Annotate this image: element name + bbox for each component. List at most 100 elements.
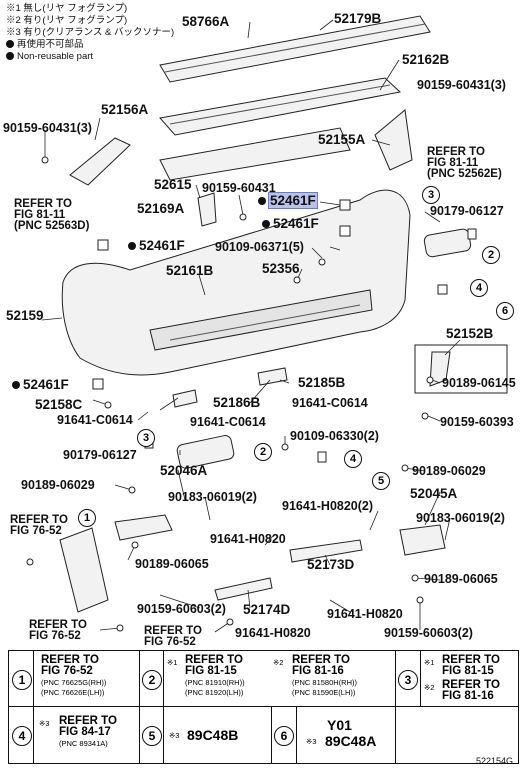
part-52169A[interactable]: 52169A: [137, 201, 185, 216]
ref-line: REFER TO: [29, 619, 87, 631]
legend-c2b-sub2: (PNC 81590E(LH)): [292, 688, 356, 697]
refer-fig-76-52-bottom-left[interactable]: REFER TO FIG 76-52: [29, 619, 87, 642]
part-52045A[interactable]: 52045A: [410, 486, 458, 501]
nonreusable-legend-en: Non-reusable part: [6, 52, 93, 62]
part-91641-H0820-2[interactable]: 91641-H0820(2): [282, 499, 374, 513]
mudguard-shape: [59, 527, 109, 613]
callout-3-left[interactable]: 3: [137, 429, 155, 447]
callout-4-right[interactable]: 4: [470, 279, 488, 297]
callout-1[interactable]: 1: [78, 509, 96, 527]
part-90159-60431[interactable]: 90159-60431: [202, 181, 276, 195]
legend-c3b-line1: REFER TO: [442, 679, 500, 691]
part-52158C[interactable]: 52158C: [35, 397, 83, 412]
part-90179-06127-left[interactable]: 90179-06127: [63, 448, 137, 462]
legend-divider: [420, 651, 421, 706]
part-90159-60431-3-right[interactable]: 90159-60431(3): [417, 78, 506, 92]
part-91641-H0820-c[interactable]: 91641-H0820: [235, 626, 311, 640]
nonreusable-dot-icon: [128, 242, 136, 251]
refer-fig-76-52-bottom-mid[interactable]: REFER TO FIG 76-52: [144, 625, 202, 648]
callout-2-right[interactable]: 2: [482, 246, 500, 264]
part-label: 52461F: [273, 216, 319, 231]
legend-circle-4: 4: [12, 726, 32, 746]
callout-5[interactable]: 5: [372, 472, 390, 490]
nonreusable-dot-icon: [12, 381, 20, 390]
part-52159[interactable]: 52159: [6, 308, 44, 323]
legend-circle-5: 5: [142, 726, 162, 746]
callout-6[interactable]: 6: [496, 302, 514, 320]
reflector-right-shape: [423, 228, 472, 258]
nonreusable-dot-icon: [258, 197, 266, 206]
part-52186B[interactable]: 52186B: [213, 395, 261, 410]
part-90159-60603-2-right[interactable]: 90159-60603(2): [384, 626, 473, 640]
refer-fig-81-11-right[interactable]: REFER TO FIG 81-11 (PNC 52562E): [427, 146, 502, 180]
part-90189-06065-left[interactable]: 90189-06065: [135, 557, 209, 571]
part-91641-C0614-b[interactable]: 91641-C0614: [57, 413, 133, 427]
part-90109-06371-5[interactable]: 90109-06371(5): [215, 240, 304, 254]
nonreusable-text-jp: 再使用不可部品: [17, 39, 84, 50]
legend-divider: [395, 707, 396, 764]
legend-table: 1 REFER TO FIG 76-52 (PNC 76625G(RH)) (P…: [8, 650, 519, 764]
part-90159-60603-2-left[interactable]: 90159-60603(2): [137, 602, 226, 616]
part-label: 52461F: [23, 377, 69, 392]
refer-fig-76-52-top[interactable]: REFER TO FIG 76-52: [10, 514, 68, 537]
part-90189-06029-right[interactable]: 90189-06029: [412, 464, 486, 478]
part-52174D[interactable]: 52174D: [243, 602, 291, 617]
part-90109-06330-2[interactable]: 90109-06330(2): [290, 429, 379, 443]
part-52161B[interactable]: 52161B: [166, 263, 214, 278]
legend-c2a-line1: REFER TO: [185, 654, 243, 666]
legend-divider: [296, 707, 297, 764]
callout-2-left[interactable]: 2: [254, 443, 272, 461]
part-90179-06127-right[interactable]: 90179-06127: [430, 204, 504, 218]
legend-c5-value: 89C48B: [187, 727, 239, 743]
part-90189-06029-left[interactable]: 90189-06029: [21, 478, 95, 492]
part-52461F-highlighted[interactable]: 52461F: [258, 192, 318, 209]
legend-c2b-sub1: (PNC 81580H(RH)): [292, 678, 358, 687]
legend-circle-3: 3: [398, 670, 418, 690]
part-52155A[interactable]: 52155A: [318, 132, 366, 147]
legend-c4-mark: ※3: [39, 719, 50, 728]
part-90189-06145[interactable]: 90189-06145: [442, 376, 516, 390]
ref-line: REFER TO: [427, 146, 485, 158]
legend-divider: [163, 651, 164, 706]
part-52461F-b[interactable]: 52461F: [262, 217, 319, 231]
legend-c1-line2: FIG 76-52: [41, 665, 93, 677]
part-52173D[interactable]: 52173D: [307, 557, 355, 572]
part-52156A[interactable]: 52156A: [101, 102, 149, 117]
legend-c3b-mark: ※2: [424, 683, 435, 692]
callout-4-left[interactable]: 4: [344, 450, 362, 468]
legend-c6-value: 89C48A: [325, 733, 377, 749]
part-52179B[interactable]: 52179B: [334, 11, 382, 26]
legend-c2b-line1: REFER TO: [292, 654, 350, 666]
part-52615[interactable]: 52615: [154, 177, 192, 192]
part-91641-C0614-c[interactable]: 91641-C0614: [190, 415, 266, 429]
part-90183-06019-2-right[interactable]: 90183-06019(2): [416, 511, 505, 525]
part-90189-06065-right[interactable]: 90189-06065: [424, 572, 498, 586]
ref-line: (PNC 52563D): [14, 220, 90, 232]
part-52356[interactable]: 52356: [262, 261, 300, 276]
reflector-left-shape: [176, 435, 235, 469]
legend-c1-line1: REFER TO: [41, 654, 99, 666]
part-52461F-d[interactable]: 52461F: [12, 378, 69, 392]
part-58766A[interactable]: 58766A: [182, 14, 230, 29]
part-90159-60431-3-left[interactable]: 90159-60431(3): [3, 121, 92, 135]
legend-c4-sub1: (PNC 89341A): [59, 739, 108, 748]
refer-fig-81-11-left[interactable]: REFER TO FIG 81-11 (PNC 52563D): [14, 198, 90, 232]
part-91641-C0614-a[interactable]: 91641-C0614: [292, 396, 368, 410]
part-90183-06019-2-left[interactable]: 90183-06019(2): [168, 490, 257, 504]
part-91641-H0820-b[interactable]: 91641-H0820: [327, 607, 403, 621]
legend-row-2: 4 ※3 REFER TO FIG 84-17 (PNC 89341A) 5 ※…: [9, 706, 518, 764]
part-52152B[interactable]: 52152B: [446, 326, 494, 341]
part-52461F-c[interactable]: 52461F: [128, 239, 185, 253]
part-90159-60393[interactable]: 90159-60393: [440, 415, 514, 429]
nonreusable-legend-jp: 再使用不可部品: [6, 40, 84, 50]
legend-c2a-sub1: (PNC 81910(RH)): [185, 678, 245, 687]
legend-divider: [33, 651, 34, 706]
part-91641-H0820-a[interactable]: 91641-H0820: [210, 532, 286, 546]
callout-3-right[interactable]: 3: [422, 186, 440, 204]
part-52046A[interactable]: 52046A: [160, 463, 208, 478]
part-52185B[interactable]: 52185B: [298, 375, 346, 390]
part-52162B[interactable]: 52162B: [402, 52, 450, 67]
legend-c2a-sub2: (PNC 81920(LH)): [185, 688, 244, 697]
